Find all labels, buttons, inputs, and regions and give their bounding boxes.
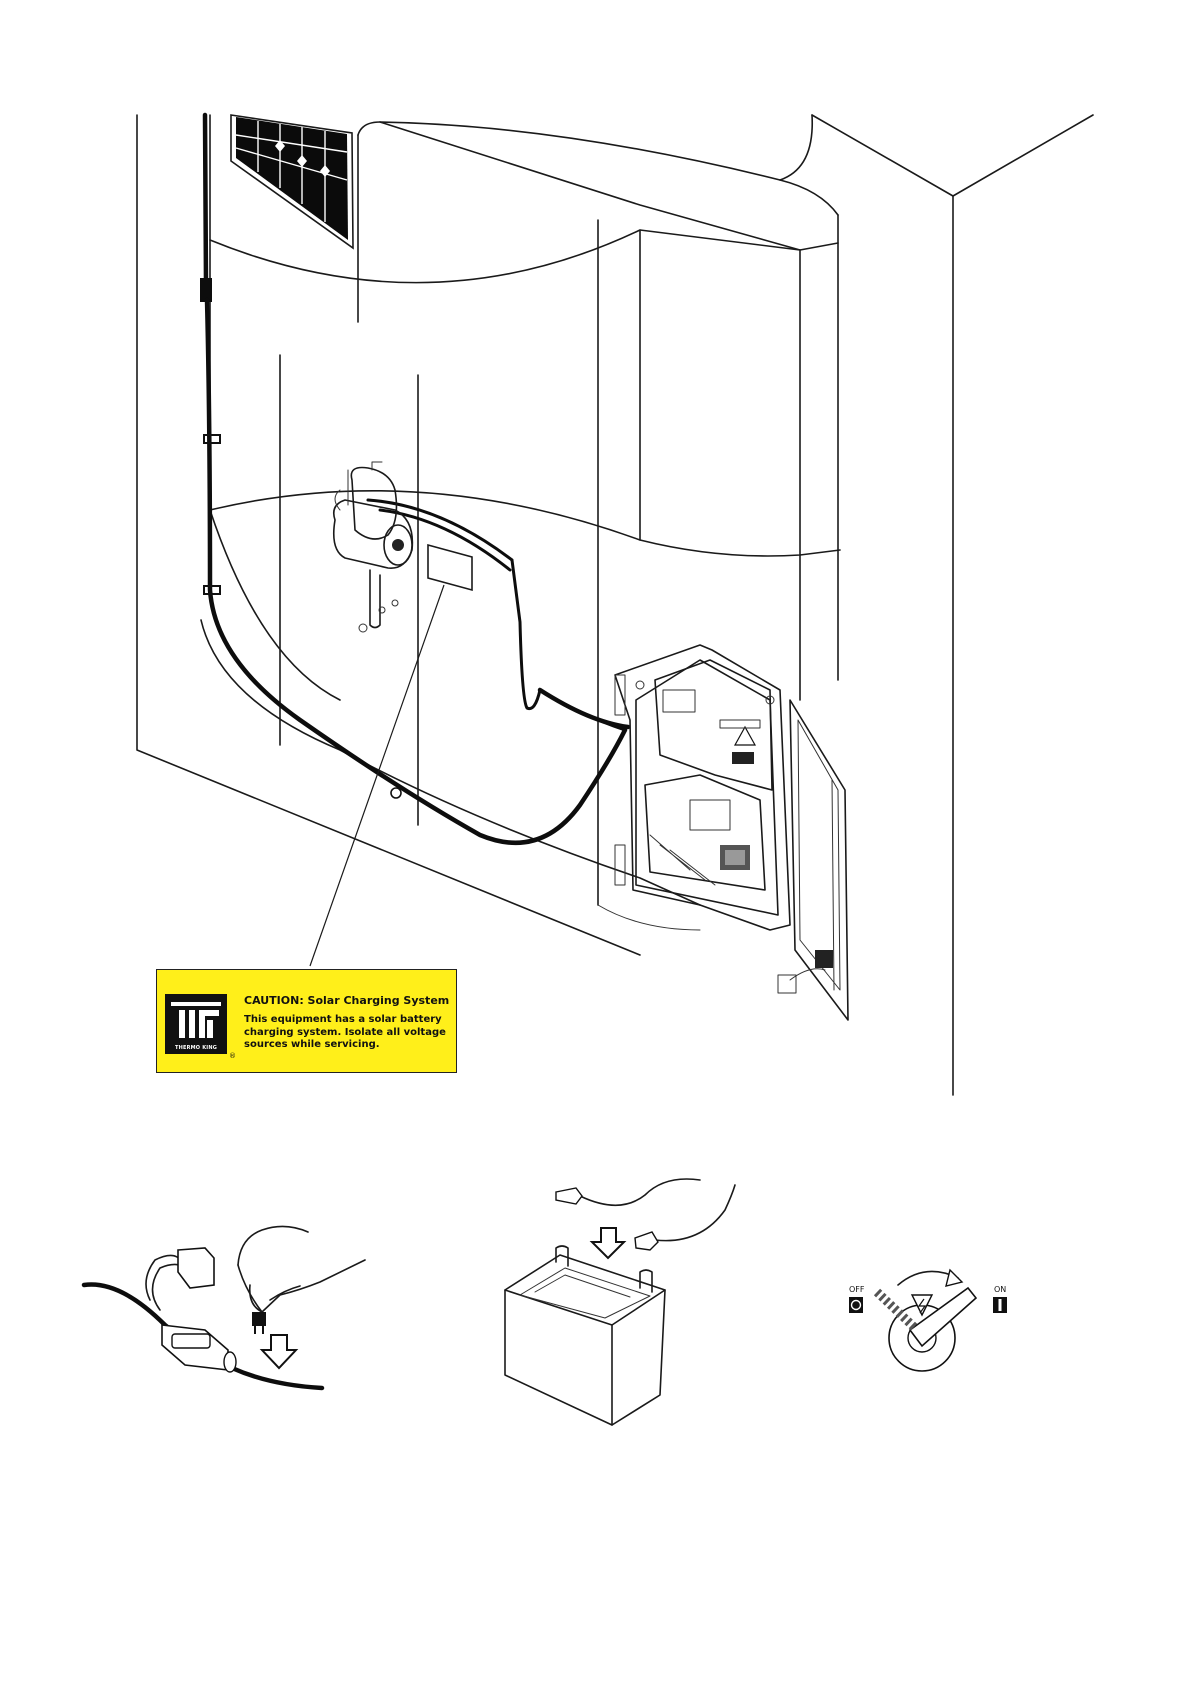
starter-motor bbox=[334, 462, 413, 632]
solar-cable bbox=[200, 115, 628, 843]
registered-mark: ® bbox=[229, 1052, 236, 1060]
caution-label: THERMO KING ® CAUTION: Solar Charging Sy… bbox=[156, 969, 457, 1073]
caution-text: This equipment has a solar battery charg… bbox=[244, 1014, 450, 1052]
switch-off-label: OFF bbox=[849, 1285, 865, 1294]
disconnect-switch-illustration bbox=[849, 1270, 1007, 1371]
fuse-removal-illustration bbox=[84, 1226, 365, 1388]
caution-line: This equipment has a solar battery bbox=[244, 1014, 450, 1027]
battery-disconnect-illustration bbox=[505, 1179, 735, 1425]
controller-box bbox=[615, 645, 848, 1020]
caution-line: charging system. Isolate all voltage bbox=[244, 1027, 450, 1040]
thermo-king-logo: THERMO KING bbox=[165, 994, 227, 1054]
caution-title: CAUTION: Solar Charging System bbox=[244, 994, 449, 1007]
switch-on-label: ON bbox=[994, 1285, 1006, 1294]
solar-panel bbox=[231, 115, 353, 248]
caution-label-location bbox=[310, 545, 472, 966]
caution-line: sources while servicing. bbox=[244, 1039, 450, 1052]
refrigeration-unit-housing bbox=[201, 115, 840, 930]
